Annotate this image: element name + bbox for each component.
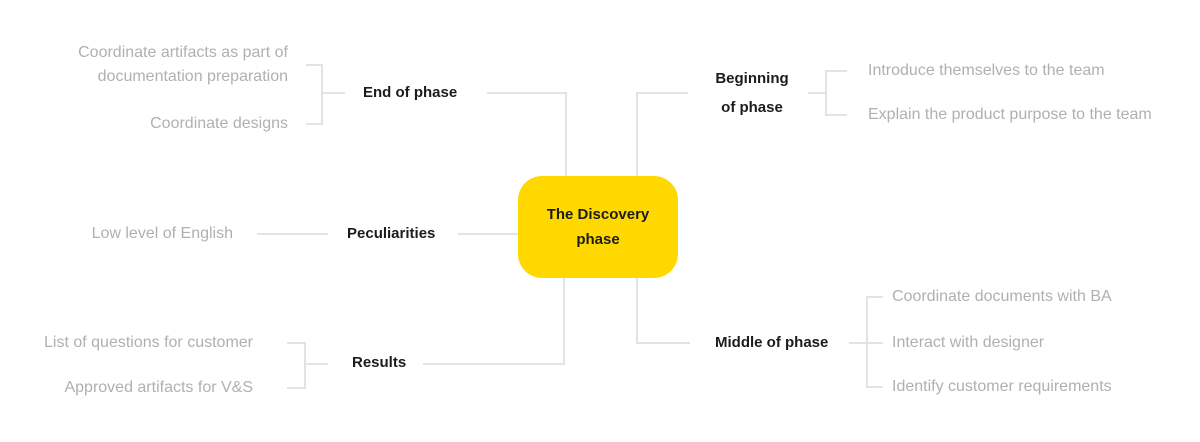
connector-peculiarities-to-node xyxy=(458,233,518,235)
child-list-of-questions[interactable]: List of questions for customer xyxy=(44,334,253,351)
connector-middle-stub-1 xyxy=(866,296,883,298)
connector-beginning-to-node-v xyxy=(636,92,638,176)
connector-end-of-phase-stub-2 xyxy=(306,123,323,125)
connector-end-of-phase-stub-1 xyxy=(306,64,323,66)
connector-results-bracket xyxy=(304,342,306,389)
child-introduce-themselves[interactable]: Introduce themselves to the team xyxy=(868,62,1105,79)
branch-label-peculiarities[interactable]: Peculiarities xyxy=(347,225,436,242)
child-coordinate-designs[interactable]: Coordinate designs xyxy=(150,115,288,132)
branch-label-middle-of-phase[interactable]: Middle of phase xyxy=(715,334,829,351)
branch-label-end-of-phase[interactable]: End of phase xyxy=(363,84,458,101)
center-node-label: The Discovery phase xyxy=(546,206,650,248)
child-approved-artifacts[interactable]: Approved artifacts for V&S xyxy=(64,379,253,396)
connector-beginning-label-stub xyxy=(808,92,827,94)
connector-end-of-phase-mid-stub xyxy=(323,92,345,94)
connector-end-of-phase-to-node-h xyxy=(487,92,567,94)
connector-beginning-bracket xyxy=(825,70,827,116)
connector-end-of-phase-bracket xyxy=(321,64,323,125)
connector-beginning-stub-1 xyxy=(825,70,847,72)
child-coordinate-artifacts[interactable]: Coordinate artifacts as part of document… xyxy=(78,44,288,85)
connector-middle-stub-2 xyxy=(866,386,883,388)
child-explain-product-purpose[interactable]: Explain the product purpose to the team xyxy=(868,106,1152,123)
connector-results-to-node-v xyxy=(563,278,565,365)
child-identify-requirements[interactable]: Identify customer requirements xyxy=(892,378,1112,395)
connector-results-stub-2 xyxy=(287,387,304,389)
connector-results-stub-1 xyxy=(287,342,304,344)
connector-middle-to-node-v xyxy=(636,278,638,344)
connector-peculiarities-child xyxy=(257,233,328,235)
connector-beginning-to-node-h xyxy=(636,92,688,94)
child-low-level-of-english[interactable]: Low level of English xyxy=(91,225,233,242)
branch-label-beginning-of-phase[interactable]: Beginning of phase xyxy=(715,70,789,116)
connector-beginning-stub-2 xyxy=(825,114,847,116)
branch-label-results[interactable]: Results xyxy=(352,354,407,371)
child-coordinate-documents[interactable]: Coordinate documents with BA xyxy=(892,288,1112,305)
connector-results-to-node-h xyxy=(423,363,565,365)
connector-end-of-phase-to-node-v xyxy=(565,92,567,176)
connector-middle-bracket xyxy=(866,296,868,388)
center-node-discovery-phase[interactable]: The Discovery phase xyxy=(518,176,678,278)
connector-middle-to-node-h xyxy=(636,342,690,344)
connector-results-mid-stub xyxy=(306,363,328,365)
child-interact-with-designer[interactable]: Interact with designer xyxy=(892,334,1045,351)
